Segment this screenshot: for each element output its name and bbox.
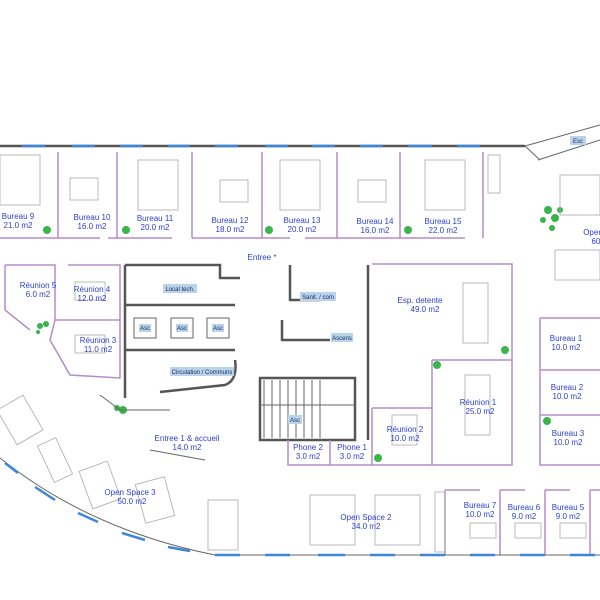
center-rooms [287,174,600,466]
plant-icon [501,346,509,354]
plant-icon [122,226,130,234]
plant-icon [374,454,382,462]
room-label-phone-1: Phone 1 [337,443,367,452]
svg-text:34.0 m2: 34.0 m2 [352,522,381,531]
room-label-bureau-3: Bureau 3 [552,429,585,438]
svg-text:16.0 m2: 16.0 m2 [78,222,107,231]
entrance-wall [99,394,206,461]
stairs-esc: Esc [524,124,600,161]
room-label-bureau-1: Bureau 1 [550,334,583,343]
room-label-bureau-9: Bureau 9 [2,212,35,221]
svg-text:20.0 m2: 20.0 m2 [141,223,170,232]
svg-text:22.0 m2: 22.0 m2 [429,226,458,235]
svg-text:Asc: Asc [177,326,187,332]
svg-text:Circulation / Communs: Circulation / Communs [172,370,233,376]
svg-text:11.0 m2: 11.0 m2 [84,345,113,354]
room-label-bureau-2: Bureau 2 [551,383,584,392]
room-label-reunion-4: Réunion 4 [74,285,111,294]
svg-text:6.0 m2: 6.0 m2 [26,290,51,299]
svg-text:Esc: Esc [573,139,583,145]
room-label-esp-detente: Esp. detente [398,296,443,305]
svg-text:18.0 m2: 18.0 m2 [216,225,245,234]
svg-text:Ascens: Ascens [332,336,352,342]
plant-icon [404,226,412,234]
svg-text:10.0 m2: 10.0 m2 [554,438,583,447]
room-label-entree-1: Entree 1 & accueil [155,434,220,443]
svg-text:Sanit. / com: Sanit. / com [302,295,334,301]
plant-icon [433,361,441,369]
room-label-open-space-1: Open [583,228,600,237]
svg-text:Asc: Asc [213,326,223,332]
bottom-offices [207,489,600,555]
svg-text:Asc: Asc [290,418,300,424]
room-label-bureau-15: Bureau 15 [425,217,462,226]
room-label-open-space-3: Open Space 3 [104,488,156,497]
svg-text:3.0 m2: 3.0 m2 [340,452,365,461]
svg-text:12.0 m2: 12.0 m2 [78,294,107,303]
room-label-bureau-5: Bureau 5 [552,503,585,512]
svg-text:Local tech.: Local tech. [165,287,194,293]
svg-text:25.0 m2: 25.0 m2 [466,407,495,416]
top-offices [0,152,501,239]
left-meeting-rooms [4,264,121,379]
svg-text:10.0 m2: 10.0 m2 [552,343,581,352]
svg-text:21.0 m2: 21.0 m2 [4,221,33,230]
room-label-reunion-5: Réunion 5 [20,281,57,290]
plant-icon [43,226,51,234]
plant-cluster-icon [540,206,563,231]
room-label-bureau-14: Bureau 14 [357,217,394,226]
svg-text:60: 60 [592,237,600,246]
room-label-phone-2: Phone 2 [293,443,323,452]
building-core [123,263,370,442]
room-label-open-space-2: Open Space 2 [340,513,392,522]
room-label-bureau-7: Bureau 7 [464,501,497,510]
svg-text:16.0 m2: 16.0 m2 [361,226,390,235]
svg-text:10.0 m2: 10.0 m2 [553,392,582,401]
svg-text:9.0 m2: 9.0 m2 [512,512,537,521]
entree-top-label: Entree * [248,253,277,262]
svg-text:3.0 m2: 3.0 m2 [296,452,321,461]
svg-text:10.0 m2: 10.0 m2 [466,510,495,519]
room-label-bureau-10: Bureau 10 [74,213,111,222]
room-label-bureau-6: Bureau 6 [508,503,541,512]
core-tags: Local tech. Asc Asc Asc Circulation / Co… [139,284,353,424]
curved-facade [0,394,600,557]
svg-text:14.0 m2: 14.0 m2 [173,443,202,452]
svg-text:9.0 m2: 9.0 m2 [556,512,581,521]
room-label-reunion-2: Réunion 2 [387,425,424,434]
room-label-bureau-12: Bureau 12 [212,216,249,225]
svg-text:10.0 m2: 10.0 m2 [391,434,420,443]
svg-text:Asc: Asc [140,326,150,332]
svg-text:49.0 m2: 49.0 m2 [411,305,440,314]
plant-icon [543,417,551,425]
room-label-bureau-13: Bureau 13 [284,216,321,225]
plant-icon [265,226,273,234]
svg-text:20.0 m2: 20.0 m2 [288,225,317,234]
room-label-reunion-3: Réunion 3 [80,336,117,345]
room-label-bureau-11: Bureau 11 [137,214,174,223]
room-label-reunion-1: Réunion 1 [460,398,497,407]
svg-text:50.0 m2: 50.0 m2 [118,497,147,506]
